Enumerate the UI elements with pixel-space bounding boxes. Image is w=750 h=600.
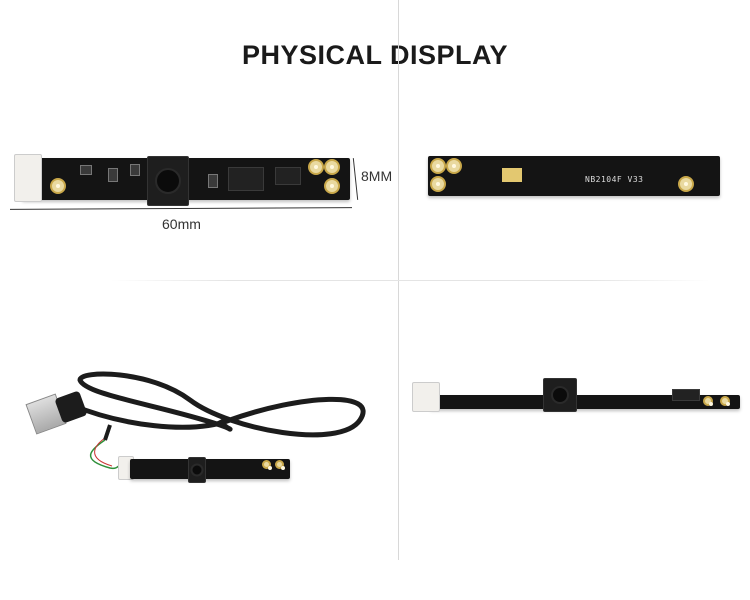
camera-lens bbox=[188, 457, 206, 483]
solder-pad bbox=[430, 176, 446, 192]
chip bbox=[228, 167, 264, 191]
chip bbox=[275, 167, 301, 185]
camera-module-board-small bbox=[130, 459, 290, 479]
solder-pad bbox=[308, 159, 324, 175]
board-marking: NB2104F V33 bbox=[585, 175, 644, 184]
camera-lens bbox=[147, 156, 189, 206]
red-wire bbox=[94, 437, 113, 467]
camera-module-board-back bbox=[428, 156, 720, 196]
gold-contact-grid bbox=[502, 168, 522, 182]
chip bbox=[672, 389, 700, 401]
camera-module-board-side bbox=[430, 395, 740, 409]
solder-pad bbox=[430, 158, 446, 174]
horizontal-divider bbox=[110, 280, 710, 281]
cable-wire bbox=[71, 371, 366, 438]
solder-pad bbox=[262, 460, 272, 470]
solder-pad bbox=[324, 178, 340, 194]
component bbox=[80, 165, 92, 175]
width-dimension-line bbox=[9, 207, 353, 210]
height-label: 8MM bbox=[361, 168, 393, 184]
solder-pad bbox=[720, 396, 730, 406]
component bbox=[108, 168, 118, 182]
width-label: 60mm bbox=[162, 216, 201, 232]
connector bbox=[412, 382, 440, 412]
component bbox=[130, 164, 140, 176]
cable-wire bbox=[103, 424, 112, 441]
solder-pad bbox=[703, 396, 713, 406]
height-dimension-line bbox=[352, 158, 359, 200]
solder-pad bbox=[275, 460, 285, 470]
connector bbox=[14, 154, 42, 202]
solder-pad bbox=[50, 178, 66, 194]
solder-pad bbox=[678, 176, 694, 192]
component bbox=[208, 174, 218, 188]
camera-lens bbox=[543, 378, 577, 412]
usb-cable bbox=[71, 371, 366, 470]
page-title: PHYSICAL DISPLAY bbox=[241, 40, 509, 70]
solder-pad bbox=[446, 158, 462, 174]
solder-pad bbox=[324, 159, 340, 175]
